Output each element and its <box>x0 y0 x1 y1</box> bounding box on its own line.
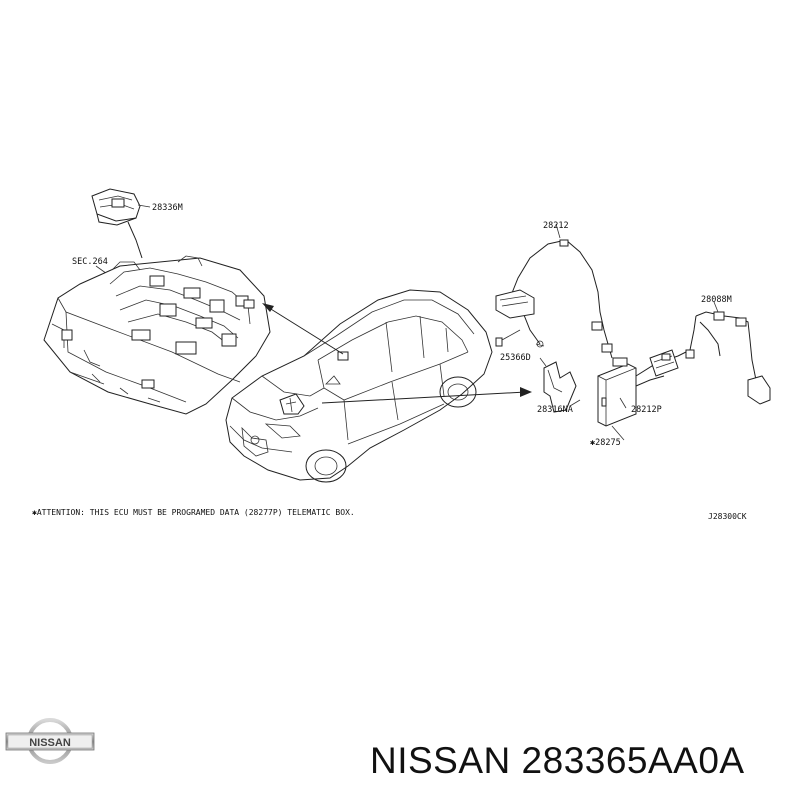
label-28212p: 28212P <box>631 405 662 415</box>
nissan-logo: NISSAN <box>5 718 95 764</box>
telematics-assembly <box>495 223 771 441</box>
label-28088m: 28088M <box>701 295 732 305</box>
vehicle-illustration <box>225 289 493 483</box>
label-25366d: 25366D <box>500 353 531 363</box>
microphone-part <box>91 188 151 259</box>
label-28275: ✱28275 <box>590 438 621 448</box>
label-28212: 28212 <box>543 221 569 231</box>
label-28336m: 28336M <box>152 203 183 213</box>
overhead-console-assembly <box>43 255 271 415</box>
leader-arrows <box>262 303 532 404</box>
logo-text: NISSAN <box>29 737 71 749</box>
attention-note: ✱ATTENTION: THIS ECU MUST BE PROGRAMED D… <box>32 508 355 517</box>
diagram-code: J28300CK <box>708 512 747 521</box>
brand-part-number: NISSAN 283365AA0A <box>370 740 745 781</box>
label-28316na: 28316NA <box>537 405 573 415</box>
label-sec-264: SEC.264 <box>72 257 108 267</box>
